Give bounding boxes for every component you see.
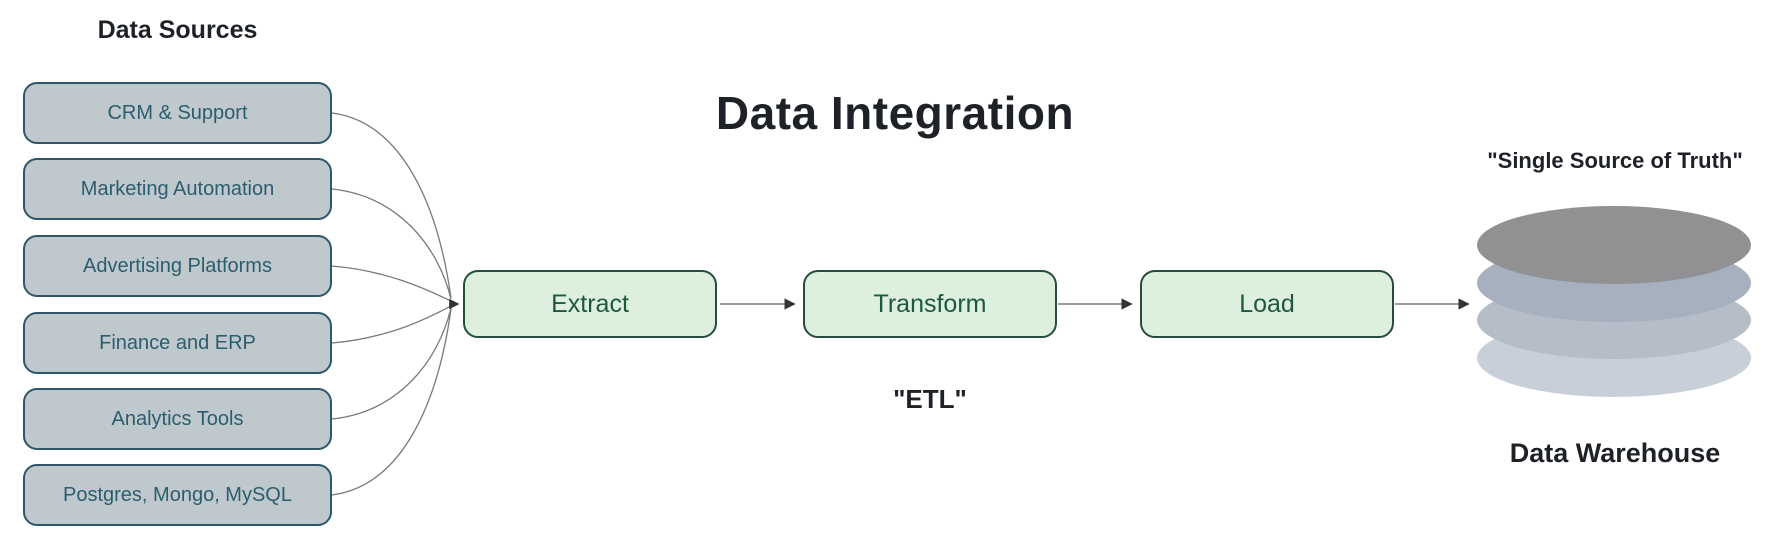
data-warehouse-label: Data Warehouse [1509, 438, 1721, 468]
connector-curve [331, 305, 452, 344]
source-box-advertising: Advertising Platforms [23, 235, 332, 297]
source-connector-curves [331, 112, 452, 496]
source-box-analytics: Analytics Tools [23, 388, 332, 450]
source-box-marketing: Marketing Automation [23, 158, 332, 220]
data-sources-heading: Data Sources [97, 16, 258, 44]
etl-caption: "ETL" [893, 384, 967, 414]
single-source-of-truth-caption: "Single Source of Truth" [1487, 148, 1743, 173]
step-box-load: Load [1140, 270, 1394, 338]
database-stack-icon [1477, 206, 1751, 397]
step-box-extract: Extract [463, 270, 717, 338]
connector-curve [331, 307, 452, 420]
diagram-title: Data Integration [715, 87, 1075, 139]
connector-curve [331, 112, 452, 299]
source-box-crm: CRM & Support [23, 82, 332, 144]
step-box-transform: Transform [803, 270, 1057, 338]
connector-curve [331, 308, 452, 496]
source-box-databases: Postgres, Mongo, MySQL [23, 464, 332, 526]
connector-curve [331, 188, 452, 300]
source-box-finance: Finance and ERP [23, 312, 332, 374]
connector-curve [331, 265, 452, 302]
